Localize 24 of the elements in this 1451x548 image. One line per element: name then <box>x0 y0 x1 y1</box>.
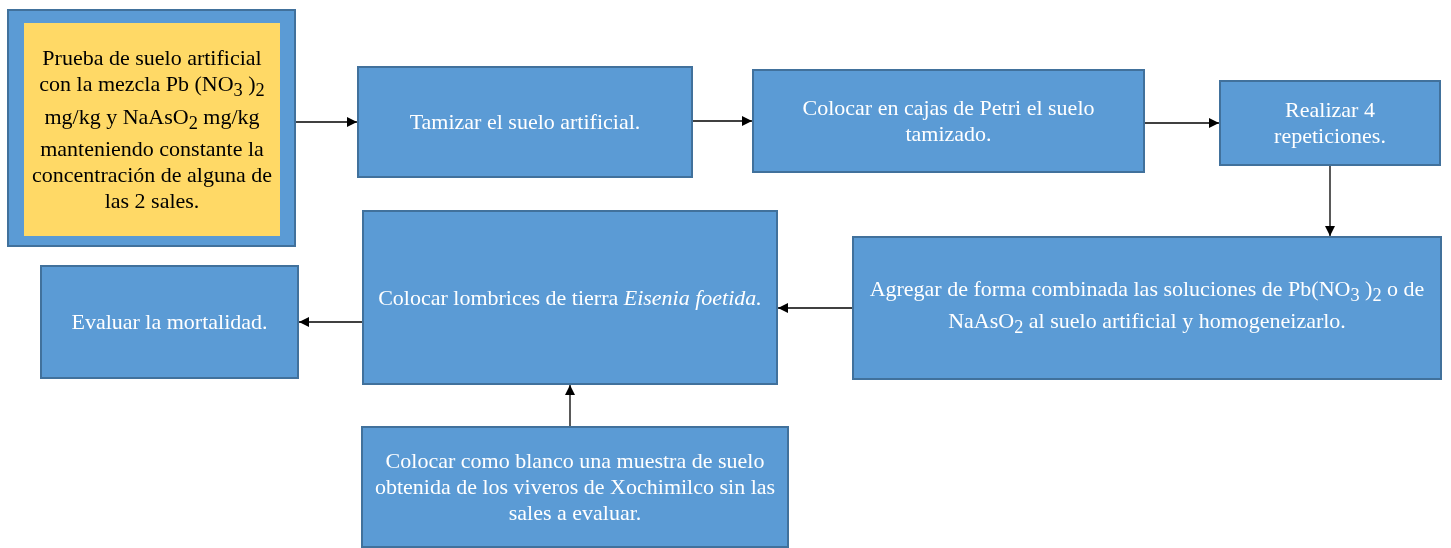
arrow <box>295 117 358 127</box>
step-text: Colocar en cajas de Petri el suelo tamizado. <box>801 95 1096 147</box>
process-box <box>1219 80 1441 166</box>
arrow <box>1144 118 1220 128</box>
step-text: Tamizar el suelo artificial. <box>408 109 642 135</box>
arrow <box>298 317 363 327</box>
step-text: Prueba de suelo artificial con la mezcla Pb (NO$_{3}$ )$_{2}$ mg/kg y NaAsO$_{2}$ mg/kg manteniendo constante la concentración de alguna de las 2 sales. <box>30 45 273 214</box>
process-box <box>357 66 693 178</box>
process-box <box>361 426 789 548</box>
text-panel <box>24 23 280 236</box>
arrow <box>692 116 753 126</box>
step-text: Colocar lombrices de tierra Eisenia foetida. <box>377 284 763 311</box>
arrow <box>1325 165 1335 237</box>
process-box <box>40 265 299 379</box>
frame-box <box>7 9 296 247</box>
step-text: Realizar 4 repeticiones. <box>1273 97 1387 149</box>
process-box <box>362 210 778 385</box>
arrow <box>565 384 575 427</box>
step-text: Agregar de forma combinada las soluciones de Pb(NO$_{3}$ )$_{2}$ o de NaAsO$_{2}$ al suelo artificial y homogeneizarlo. <box>868 275 1426 340</box>
step-text: Evaluar la mortalidad. <box>70 309 269 335</box>
arrow <box>777 303 853 313</box>
process-box <box>852 236 1442 380</box>
process-box <box>752 69 1145 173</box>
step-text: Colocar como blanco una muestra de suelo obtenida de los viveros de Xochimilco sin las sales a evaluar. <box>373 448 777 526</box>
